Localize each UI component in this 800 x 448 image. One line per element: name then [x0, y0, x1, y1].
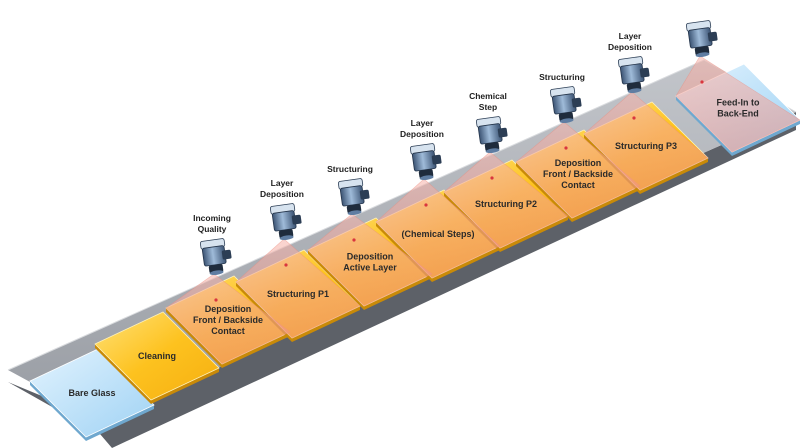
label-line: Quality — [198, 224, 227, 234]
label-line: Contact — [211, 326, 245, 336]
label-line: Back-End — [717, 109, 759, 119]
camera-side-mount — [639, 67, 650, 78]
inspection-beam — [307, 213, 433, 307]
label-line: Structuring P2 — [475, 199, 537, 209]
camera-side-mount — [707, 31, 718, 42]
inspection-camera-icon — [269, 203, 302, 241]
beam-focus-dot — [632, 116, 636, 120]
beam-focus-dot — [284, 263, 288, 267]
plate-surface — [29, 348, 155, 438]
camera-side-mount — [359, 189, 370, 200]
camera-side-mount — [221, 249, 232, 260]
process-step-label: Cleaning — [138, 351, 176, 361]
inspection-camera-icon — [685, 20, 718, 58]
process-step-label: (Chemical Steps) — [401, 229, 474, 239]
inspection-beam — [443, 151, 569, 249]
beam-focus-dot — [352, 238, 356, 242]
inspection-camera-icon — [199, 238, 232, 276]
camera-lens-glass — [209, 270, 224, 276]
process-step-label: Structuring P3 — [615, 141, 677, 151]
label-line: Contact — [561, 180, 595, 190]
inspection-beams — [165, 55, 800, 365]
label-line: Structuring — [539, 72, 585, 82]
camera-lens-glass — [627, 88, 642, 94]
label-line: Structuring P1 — [267, 289, 329, 299]
beam-focus-dot — [214, 298, 218, 302]
process-plate — [29, 348, 155, 441]
camera-side-mount — [571, 97, 582, 108]
label-line: Layer — [411, 118, 434, 128]
label-line: Step — [479, 102, 497, 112]
inspection-beam — [583, 91, 709, 191]
inspection-camera-icon — [617, 56, 650, 94]
inspection-beam — [165, 273, 291, 365]
camera-lens-glass — [347, 210, 362, 216]
label-line: (Chemical Steps) — [401, 229, 474, 239]
label-line: Active Layer — [343, 263, 397, 273]
process-step-label: Structuring P1 — [267, 289, 329, 299]
inspection-beam — [675, 55, 800, 153]
label-line: Deposition — [260, 189, 304, 199]
beam-focus-dot — [564, 146, 568, 150]
camera-side-mount — [497, 127, 508, 138]
inspection-beam — [375, 178, 501, 279]
inspection-camera-icon — [337, 178, 370, 216]
beam-focus-dot — [490, 176, 494, 180]
station-label: Structuring — [327, 164, 373, 174]
label-line: Deposition — [608, 42, 652, 52]
station-label: Structuring — [539, 72, 585, 82]
beam-focus-dot — [424, 203, 428, 207]
label-line: Structuring — [327, 164, 373, 174]
label-line: Bare Glass — [68, 388, 115, 398]
process-plate — [94, 311, 220, 404]
camera-lens-glass — [559, 118, 574, 124]
label-line: Layer — [619, 31, 642, 41]
camera-side-mount — [291, 214, 302, 225]
process-step-label: Structuring P2 — [475, 199, 537, 209]
label-line: Cleaning — [138, 351, 176, 361]
label-line: Deposition — [400, 129, 444, 139]
camera-lens-glass — [485, 148, 500, 154]
label-line: Deposition — [347, 252, 394, 262]
plate-surface — [94, 311, 220, 401]
label-line: Front / Backside — [543, 169, 613, 179]
camera-lens-glass — [419, 175, 434, 181]
label-line: Chemical — [469, 91, 507, 101]
label-line: Feed-In to — [717, 98, 760, 108]
label-line: Front / Backside — [193, 315, 263, 325]
camera-lens-glass — [279, 235, 294, 241]
label-line: Incoming — [193, 213, 231, 223]
inspection-beam — [235, 238, 361, 339]
camera-lens-glass — [695, 52, 710, 58]
label-line: Deposition — [555, 158, 602, 168]
inspection-camera-icon — [409, 143, 442, 181]
camera-side-mount — [431, 154, 442, 165]
label-line: Layer — [271, 178, 294, 188]
inspection-camera-icon — [549, 86, 582, 124]
process-step-label: Bare Glass — [68, 388, 115, 398]
beam-focus-dot — [700, 80, 704, 84]
label-line: Deposition — [205, 304, 252, 314]
inspection-camera-icon — [475, 116, 508, 154]
label-line: Structuring P3 — [615, 141, 677, 151]
